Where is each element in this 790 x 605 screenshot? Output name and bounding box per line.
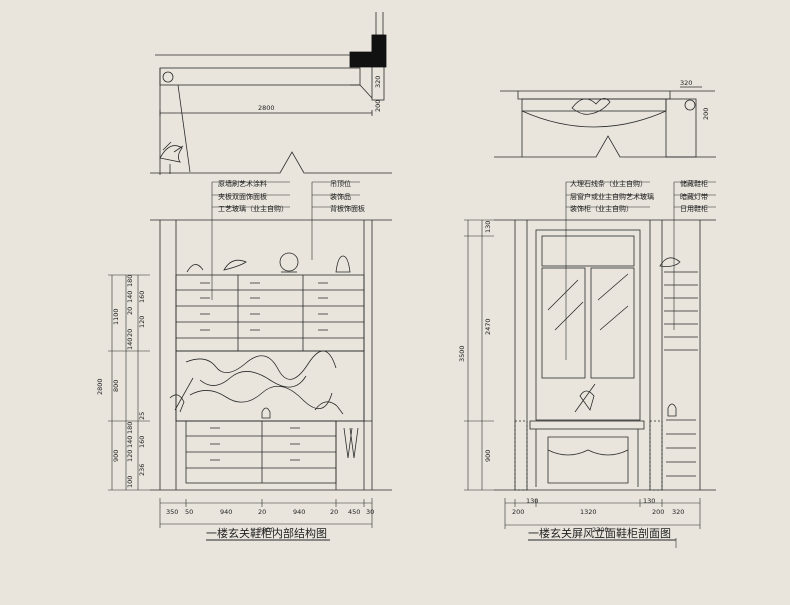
dim-label: 200 [652, 508, 664, 516]
dim-label: 2470 [484, 318, 492, 335]
dim-label: 140 [126, 338, 134, 350]
dim-label: 130 [643, 497, 655, 505]
dim-label: 450 [348, 508, 360, 516]
right-elevation [494, 219, 716, 491]
dim-label: 236 [138, 464, 146, 476]
note-label: 背板饰面板 [330, 204, 365, 213]
note-label: 层窗户或业主自购艺术玻璃 [570, 192, 654, 201]
dim-label: 130 [526, 497, 538, 505]
left-vertical-dims [108, 274, 150, 491]
dim-label: 100 [126, 476, 134, 488]
right-vdim-labels: 130 2470 900 3500 [458, 221, 492, 462]
left-hdim-labels: 350 50 940 20 940 20 450 30 2800 [166, 508, 374, 534]
dim-label: 20 [126, 329, 134, 337]
note-label: 装饰柜（业主自购） [570, 204, 633, 213]
dim-label: 180 [126, 275, 134, 287]
note-label: 大理石线条（业主自购） [570, 179, 647, 188]
left-caption: 一楼玄关鞋柜内部结构图 [206, 526, 327, 540]
right-vertical-dims [464, 219, 494, 491]
plant-icon [571, 98, 611, 115]
dim-label: 20 [258, 508, 266, 516]
note-label: 日用鞋柜 [680, 204, 708, 213]
left-vdim-labels: 1100 800 900 2800 180 140 160 20 120 20 … [96, 275, 146, 488]
dim-label: 120 [138, 316, 146, 328]
right-leaders [565, 181, 716, 360]
right-notes: 大理石线条（业主自购） 层窗户或业主自购艺术玻璃 装饰柜（业主自购） 储藏鞋柜 … [570, 179, 708, 213]
dim-label: 200 [374, 100, 382, 112]
note-label: 储藏鞋柜 [680, 179, 708, 188]
note-label: 装饰品 [330, 192, 351, 201]
note-label: 暗藏灯带 [680, 192, 708, 201]
dim-label: 320 [680, 79, 692, 87]
right-top-dim-labels: 320 200 [680, 79, 710, 120]
dim-label: 130 [484, 221, 492, 233]
dim-label: 320 [374, 76, 382, 88]
left-notes: 原墙刷艺术涂料 夹板双面饰面板 工艺玻璃（业主自购） 吊顶位 装饰品 背板饰面板 [218, 179, 365, 213]
dim-label: 900 [112, 450, 120, 462]
left-break-line [150, 151, 392, 174]
dim-label: 140 [126, 291, 134, 303]
right-caption: 一楼玄关屏风立面鞋柜剖面图 [528, 526, 671, 540]
ornament-icons [169, 252, 351, 419]
dim-label: 940 [220, 508, 232, 516]
right-break-line [494, 135, 716, 158]
dim-label: 160 [138, 436, 146, 448]
left-elevation [150, 219, 392, 491]
dim-label: 2800 [96, 378, 104, 395]
dim-label: 900 [484, 450, 492, 462]
dim-label: 200 [512, 508, 524, 516]
note-label: 夹板双面饰面板 [218, 192, 267, 201]
dim-label: 20 [126, 307, 134, 315]
note-label: 吊顶位 [330, 179, 351, 188]
dim-label: 2800 [258, 104, 275, 112]
plant-icon [159, 141, 184, 174]
dim-label: 120 [126, 450, 134, 462]
left-top-section [155, 12, 385, 175]
dim-label: 30 [366, 508, 374, 516]
right-top-section [500, 86, 715, 158]
right-hdim-labels: 200 130 1320 130 200 320 2300 [512, 497, 684, 534]
left-leaders [211, 181, 360, 300]
note-label: 原墙刷艺术涂料 [218, 179, 267, 188]
dim-label: 2800 [258, 526, 275, 534]
dim-label: 3500 [458, 345, 466, 362]
dim-label: 2300 [592, 526, 609, 534]
dim-label: 350 [166, 508, 178, 516]
dim-label: 800 [112, 380, 120, 392]
dim-label: 1100 [112, 308, 120, 325]
dim-label: 180 [126, 422, 134, 434]
note-label: 工艺玻璃（业主自购） [218, 204, 288, 213]
dim-label: 940 [293, 508, 305, 516]
left-top-dim-labels: 2800 320 200 [258, 76, 382, 112]
dim-label: 320 [672, 508, 684, 516]
dim-label: 160 [138, 291, 146, 303]
dim-label: 25 [138, 412, 146, 420]
dim-label: 200 [702, 108, 710, 120]
left-black-beam [349, 34, 387, 68]
dim-label: 1320 [580, 508, 597, 516]
dim-label: 20 [330, 508, 338, 516]
dim-label: 50 [185, 508, 193, 516]
left-horizontal-dims [159, 498, 373, 528]
dim-label: 140 [126, 436, 134, 448]
